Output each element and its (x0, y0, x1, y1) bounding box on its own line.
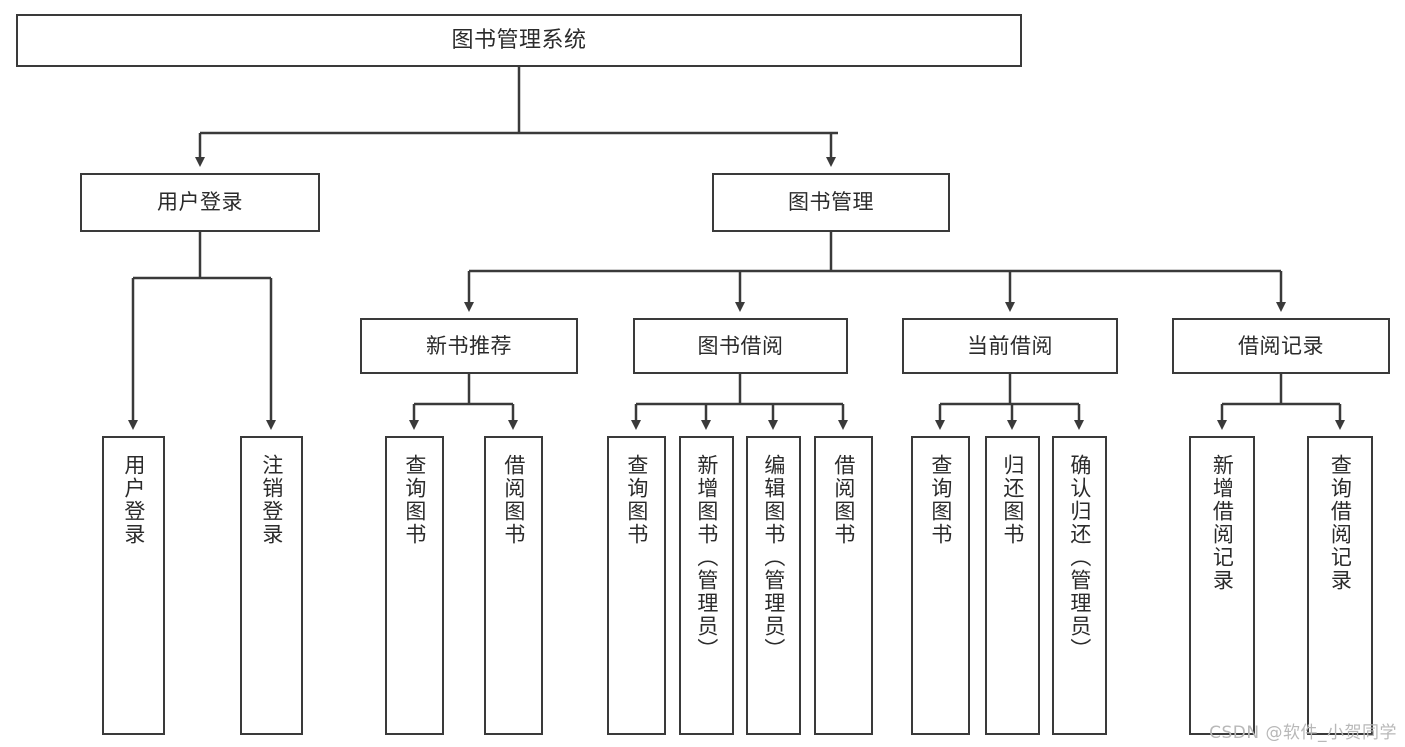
node-label: 当前借阅 (967, 333, 1053, 358)
node-leaf-query-record[interactable]: 查询借阅记录 (1307, 436, 1373, 735)
node-root-system[interactable]: 图书管理系统 (16, 14, 1022, 67)
node-leaf-borrow-book-1[interactable]: 借阅图书 (484, 436, 543, 735)
node-leaf-query-book-2[interactable]: 查询图书 (607, 436, 666, 735)
node-leaf-query-book-3[interactable]: 查询图书 (911, 436, 970, 735)
node-label: 借阅图书 (831, 454, 856, 546)
csdn-watermark: CSDN @软件_小贺同学 (1209, 723, 1397, 743)
node-leaf-confirm-return[interactable]: 确认归还（管理员） (1052, 436, 1107, 735)
node-label: 查询图书 (624, 454, 649, 546)
node-label: 注销登录 (259, 454, 284, 546)
node-user-login[interactable]: 用户登录 (80, 173, 320, 232)
node-label: 图书管理 (788, 190, 874, 215)
node-leaf-add-book[interactable]: 新增图书（管理员） (679, 436, 734, 735)
node-label: 用户登录 (121, 454, 146, 546)
node-label: 借阅图书 (501, 454, 526, 546)
node-leaf-add-record[interactable]: 新增借阅记录 (1189, 436, 1255, 735)
node-leaf-user-login[interactable]: 用户登录 (102, 436, 165, 735)
node-new-book-rec[interactable]: 新书推荐 (360, 318, 578, 374)
node-book-manage[interactable]: 图书管理 (712, 173, 950, 232)
node-label: 确认归还（管理员） (1067, 454, 1092, 661)
node-book-borrow[interactable]: 图书借阅 (633, 318, 848, 374)
node-label: 新增图书（管理员） (694, 454, 719, 661)
node-label: 查询借阅记录 (1328, 454, 1353, 592)
node-current-borrow[interactable]: 当前借阅 (902, 318, 1118, 374)
node-label: 归还图书 (1000, 454, 1025, 546)
node-leaf-edit-book[interactable]: 编辑图书（管理员） (746, 436, 801, 735)
node-label: 查询图书 (928, 454, 953, 546)
node-label: 新书推荐 (426, 333, 512, 358)
node-label: 新增借阅记录 (1210, 454, 1235, 592)
node-label: 图书借阅 (697, 333, 784, 358)
node-label: 借阅记录 (1238, 333, 1324, 358)
node-borrow-record[interactable]: 借阅记录 (1172, 318, 1390, 374)
node-leaf-borrow-book-2[interactable]: 借阅图书 (814, 436, 873, 735)
node-leaf-return-book[interactable]: 归还图书 (985, 436, 1040, 735)
node-leaf-query-book-1[interactable]: 查询图书 (385, 436, 444, 735)
node-label: 查询图书 (402, 454, 427, 546)
node-label: 图书管理系统 (451, 27, 587, 53)
node-label: 编辑图书（管理员） (761, 454, 786, 661)
node-leaf-user-logout[interactable]: 注销登录 (240, 436, 303, 735)
node-label: 用户登录 (157, 190, 243, 215)
